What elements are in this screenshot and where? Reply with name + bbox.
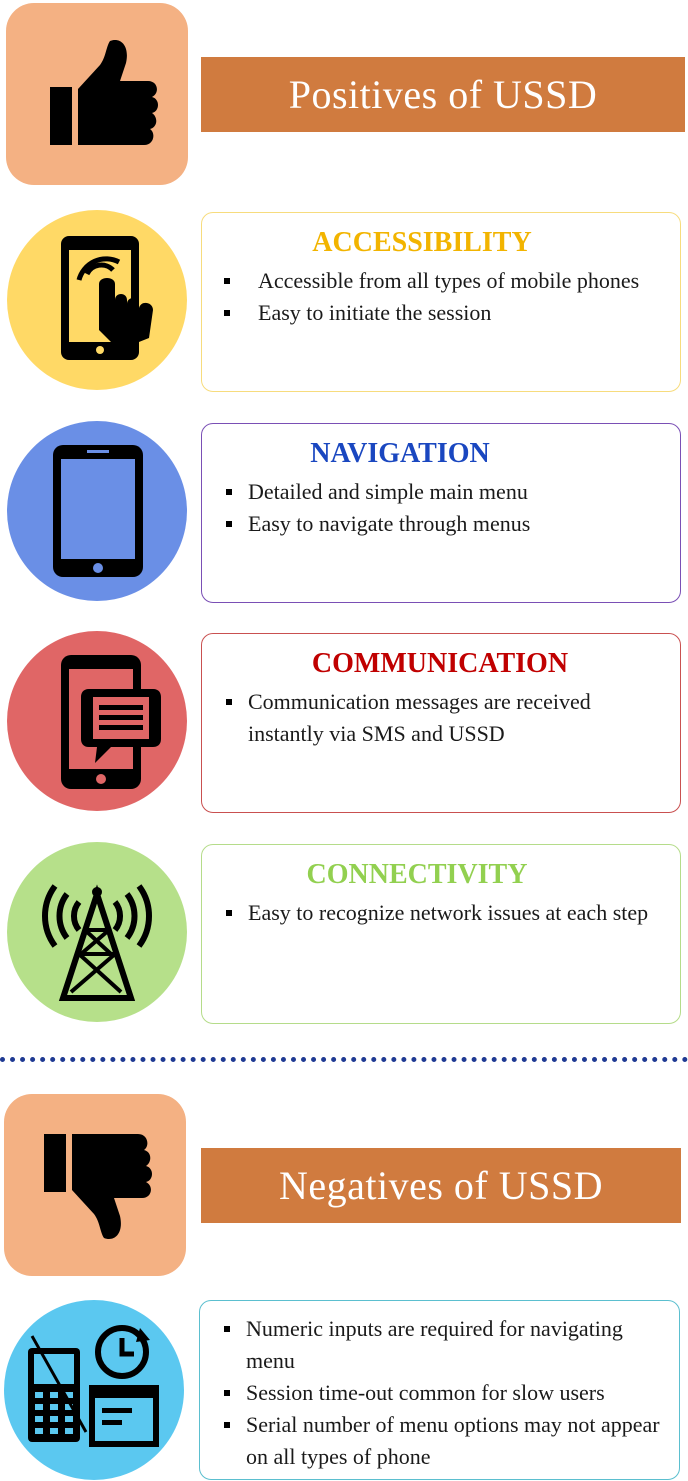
phone-message-icon <box>61 655 161 789</box>
thumbs-up-icon <box>50 39 158 146</box>
communication-title: COMMUNICATION <box>311 648 569 679</box>
negatives-card: Numeric inputs are required for navigati… <box>199 1300 680 1480</box>
negatives-circle <box>4 1300 184 1480</box>
connectivity-card: CONNECTIVITY Easy to recognize network i… <box>201 844 681 1024</box>
accessibility-card: ACCESSIBILITY Accessible from all types … <box>201 212 681 392</box>
negatives-icon-box <box>4 1094 186 1276</box>
communication-bullets: Communication messages are received inst… <box>222 686 662 750</box>
list-item: Numeric inputs are required for navigati… <box>220 1313 660 1377</box>
navigation-bullets: Detailed and simple main menu Easy to na… <box>222 476 662 540</box>
connectivity-title: CONNECTIVITY <box>306 859 528 890</box>
list-item: Accessible from all types of mobile phon… <box>222 265 662 297</box>
section-divider <box>0 1057 688 1062</box>
positives-title: Positives of USSD <box>288 72 598 117</box>
list-item: Easy to initiate the session <box>222 297 662 329</box>
list-item: Easy to navigate through menus <box>222 508 662 540</box>
connectivity-circle <box>7 842 187 1022</box>
negatives-banner: Negatives of USSD <box>201 1148 681 1223</box>
positives-icon-box <box>6 3 188 185</box>
accessibility-circle <box>7 210 187 390</box>
thumbs-down-icon <box>44 1134 152 1240</box>
accessibility-title: ACCESSIBILITY <box>312 227 532 258</box>
accessibility-bullets: Accessible from all types of mobile phon… <box>222 265 662 329</box>
list-item: Serial number of menu options may not ap… <box>220 1409 660 1473</box>
list-item: Communication messages are received inst… <box>222 686 662 750</box>
list-item: Easy to recognize network issues at each… <box>222 897 662 929</box>
positives-banner: Positives of USSD <box>201 57 685 132</box>
list-item: Detailed and simple main menu <box>222 476 662 508</box>
old-phone-timeout-icon <box>28 1325 159 1447</box>
connectivity-bullets: Easy to recognize network issues at each… <box>222 897 662 929</box>
communication-card: COMMUNICATION Communication messages are… <box>201 633 681 813</box>
tablet-icon <box>53 445 143 577</box>
navigation-card: NAVIGATION Detailed and simple main menu… <box>201 423 681 603</box>
touch-phone-icon <box>61 236 153 360</box>
signal-tower-icon <box>42 884 152 1001</box>
negatives-title: Negatives of USSD <box>278 1163 604 1208</box>
list-item: Session time-out common for slow users <box>220 1377 660 1409</box>
navigation-title: NAVIGATION <box>310 438 490 469</box>
navigation-circle <box>7 421 187 601</box>
negatives-bullets: Numeric inputs are required for navigati… <box>220 1313 660 1473</box>
communication-circle <box>7 631 187 811</box>
